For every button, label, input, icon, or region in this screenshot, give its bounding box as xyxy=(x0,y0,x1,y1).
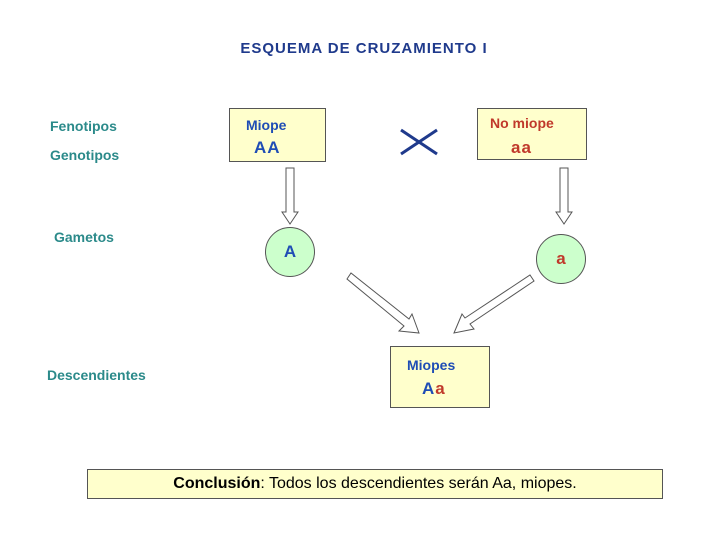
arrow-diagonal-left xyxy=(346,272,420,334)
label-genotipos: Genotipos xyxy=(50,147,120,163)
offspring-genotype: Aa xyxy=(422,379,446,399)
label-descendientes: Descendientes xyxy=(47,367,146,383)
arrow-down-right xyxy=(555,167,573,225)
offspring-allele-recessive: a xyxy=(435,379,446,398)
parent-right-box: No miope aa xyxy=(477,108,587,160)
label-gametos: Gametos xyxy=(54,229,114,245)
offspring-box: Miopes Aa xyxy=(390,346,490,408)
cross-symbol xyxy=(400,128,438,156)
parent-left-genotype: AA xyxy=(254,138,281,157)
diagram-title: ESQUEMA DE CRUZAMIENTO I xyxy=(240,40,488,57)
arrow-diagonal-right xyxy=(453,274,535,334)
conclusion-text: : Todos los descendientes serán Aa, miop… xyxy=(260,475,577,492)
conclusion-bold: Conclusión xyxy=(173,475,261,492)
offspring-phenotype: Miopes xyxy=(407,357,456,373)
parent-right-phenotype: No miope xyxy=(490,115,554,131)
gamete-right: a xyxy=(536,234,586,284)
parent-right-genotype: aa xyxy=(511,138,532,157)
parent-left-box: Miope AA xyxy=(229,108,326,162)
arrow-down-left xyxy=(281,167,299,225)
label-fenotipos: Fenotipos xyxy=(50,118,117,134)
offspring-allele-dominant: A xyxy=(422,379,436,398)
conclusion-box: Conclusión: Todos los descendientes será… xyxy=(87,469,663,499)
gamete-left: A xyxy=(265,227,315,277)
parent-left-phenotype: Miope xyxy=(246,117,287,133)
